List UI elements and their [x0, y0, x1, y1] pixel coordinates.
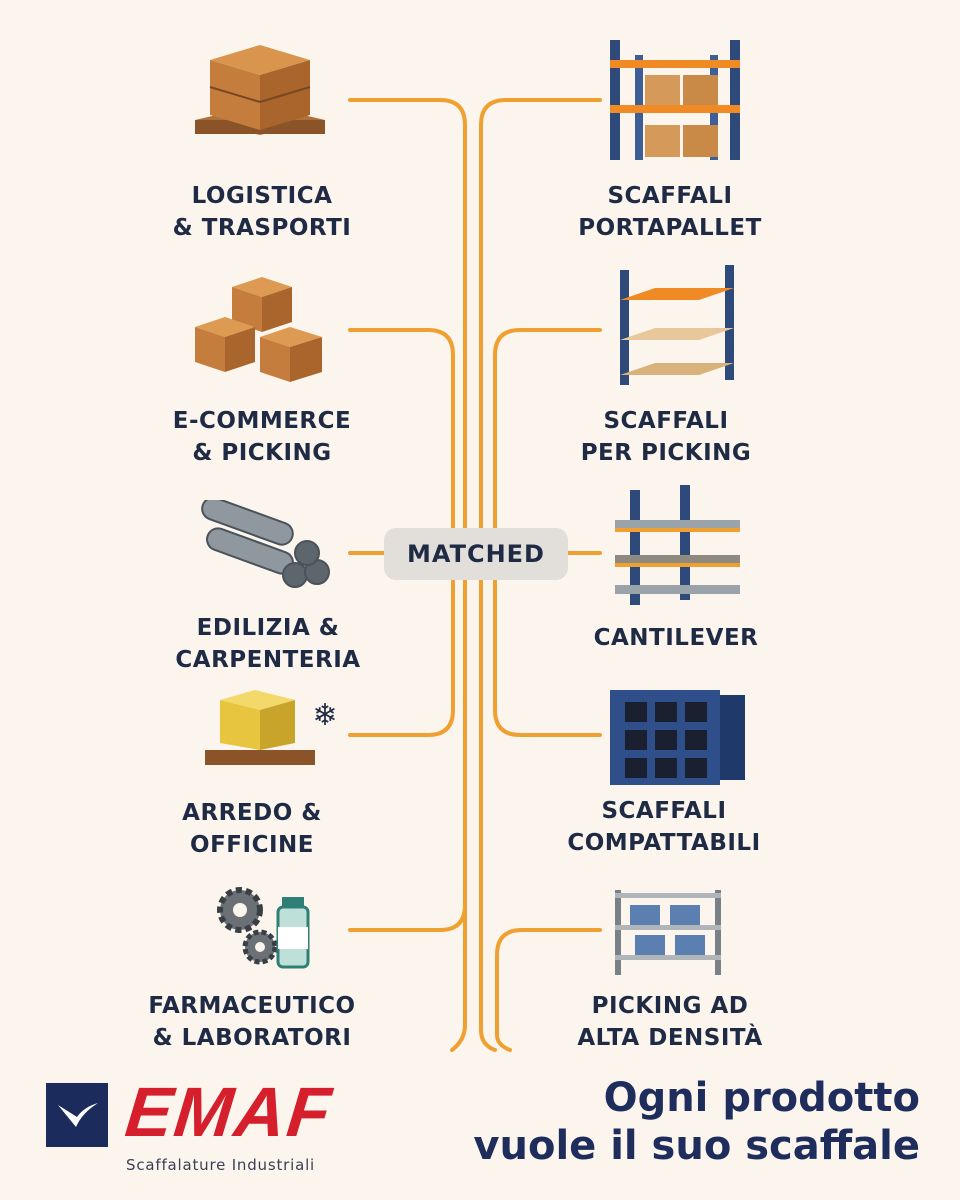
sector-label-line2: & LABORATORI [152, 1025, 352, 1051]
cantilever-rack-icon [615, 485, 740, 605]
sector-edilizia: EDILIZIA & CARPENTERIA [138, 612, 398, 676]
connector-left-5 [348, 903, 467, 932]
bird-icon [58, 1103, 98, 1127]
brand-name: EMAF [121, 1073, 337, 1151]
connector-right-5 [495, 928, 602, 1052]
sector-logistica: LOGISTICA & TRASPORTI [132, 180, 392, 244]
tagline-line2: vuole il suo scaffale [473, 1123, 920, 1169]
sector-label-line1: EDILIZIA & [196, 615, 340, 641]
sector-label-line1: ARREDO & [182, 800, 322, 826]
product-label-line1: SCAFFALI [603, 408, 729, 434]
pallet-boxes-icon [195, 45, 325, 135]
product-label-line1: SCAFFALI [607, 183, 733, 209]
product-picking: SCAFFALI PER PICKING [536, 405, 796, 469]
product-cantilever: CANTILEVER [546, 622, 806, 654]
sector-arredo: ARREDO & OFFICINE [122, 797, 382, 861]
connector-right-1 [479, 98, 602, 1052]
sector-farmaceutico: FARMACEUTICO & LABORATORI [122, 990, 382, 1054]
sector-ecommerce: E-COMMERCE & PICKING [132, 405, 392, 469]
sector-label-line2: CARPENTERIA [175, 647, 361, 673]
product-label-line1: CANTILEVER [593, 625, 759, 651]
product-label-line2: COMPATTABILI [567, 830, 761, 856]
gears-bottle-icon [217, 887, 310, 969]
sector-label-line2: & PICKING [192, 440, 332, 466]
sector-label-line2: OFFICINE [190, 832, 314, 858]
product-label-line2: PORTAPALLET [578, 215, 762, 241]
steel-pipes-icon [201, 500, 330, 588]
product-label-line2: PER PICKING [580, 440, 752, 466]
connector-left-1 [348, 98, 467, 1052]
sector-label-line1: LOGISTICA [191, 183, 333, 209]
snowflake-icon: ❄ [312, 698, 337, 733]
box-stack-icon [195, 277, 322, 382]
product-alta-densita: PICKING AD ALTA DENSITÀ [540, 990, 800, 1054]
brand-subtitle: Scaffalature Industriali [126, 1156, 316, 1174]
product-label-line1: SCAFFALI [601, 798, 727, 824]
matched-badge: MATCHED [384, 528, 568, 580]
product-label-line2: ALTA DENSITÀ [577, 1025, 763, 1051]
sector-label-line1: E-COMMERCE [172, 408, 352, 434]
emaf-logo-mark [46, 1083, 108, 1147]
pallet-rack-icon [610, 40, 740, 160]
product-portapallet: SCAFFALI PORTAPALLET [540, 180, 800, 244]
cold-pallet-icon: ❄ [205, 690, 338, 765]
product-compattabili: SCAFFALI COMPATTABILI [534, 795, 794, 859]
picking-rack-icon [620, 265, 734, 385]
tagline-line1: Ogni prodotto [603, 1075, 920, 1121]
sector-label-line1: FARMACEUTICO [148, 993, 356, 1019]
product-label-line1: PICKING AD [591, 993, 749, 1019]
sector-label-line2: & TRASPORTI [172, 215, 352, 241]
compact-shelving-icon [610, 690, 745, 785]
high-density-shelf-icon [615, 890, 721, 975]
